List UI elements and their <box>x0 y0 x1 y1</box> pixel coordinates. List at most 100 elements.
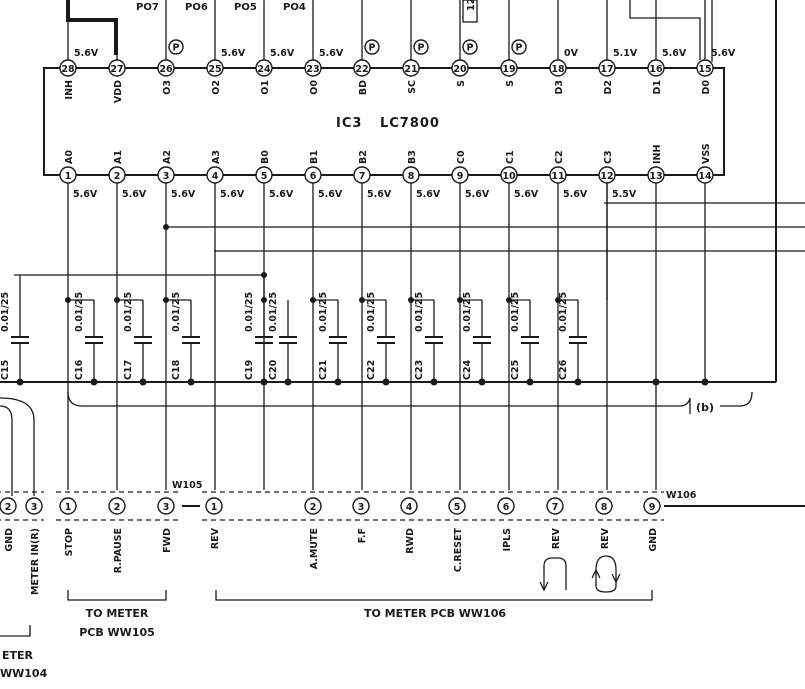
pin-number: 28 <box>61 64 75 75</box>
pin-name: S <box>505 80 516 87</box>
connector-pin <box>0 497 17 515</box>
connector-pin <box>400 497 418 515</box>
pin-voltage: 5.6V <box>514 189 539 200</box>
connector-pin <box>448 497 466 515</box>
capacitor-ref: C25 <box>510 360 521 380</box>
ww105-bracket <box>67 590 167 601</box>
pin-number: 19 <box>502 64 515 75</box>
junction <box>334 378 342 386</box>
pin-circle <box>353 59 371 77</box>
port-label: PO4 <box>283 2 306 13</box>
pin-circle <box>500 59 518 77</box>
capacitor-ref: C26 <box>558 359 569 380</box>
capacitor-ref: C24 <box>462 359 473 380</box>
pin-name: VDD <box>113 80 124 103</box>
pin-number: 14 <box>698 171 712 182</box>
junction <box>163 224 169 230</box>
pin-number: 11 <box>551 171 564 182</box>
vdd-bold-trace <box>66 0 118 55</box>
ww104-connector-outline <box>0 491 44 521</box>
pin-voltage: 5.6V <box>73 189 98 200</box>
ww105-caption: TO METER <box>86 607 149 620</box>
junction <box>187 378 195 386</box>
pin-name: D2 <box>603 80 614 95</box>
capacitor-value: 0.01/25 <box>366 292 377 332</box>
connector-pin-number: 8 <box>601 502 608 513</box>
test-point-marker <box>413 39 429 55</box>
pin-number: 27 <box>110 64 123 75</box>
connector-pin-number: 2 <box>310 502 317 513</box>
connector-pin-number: 1 <box>65 502 72 513</box>
pin-number: 8 <box>408 171 415 182</box>
junction <box>90 378 98 386</box>
pin-number: 25 <box>208 64 221 75</box>
port-label: PO7 <box>136 2 159 13</box>
pin-voltage: 0V <box>564 48 579 59</box>
connector-pin-number: 3 <box>31 502 38 513</box>
capacitor-value: 0.01/25 <box>558 292 569 332</box>
pin-voltage: 5.6V <box>269 189 294 200</box>
connector-signal: REV <box>600 527 611 549</box>
pin-number: 1 <box>65 171 72 182</box>
pin-name: D1 <box>652 80 663 95</box>
junction <box>359 297 365 303</box>
connector-pin-number: 4 <box>406 502 413 513</box>
pin-voltage: 5.6V <box>270 48 295 59</box>
pin-name: D3 <box>554 80 565 95</box>
connector-signal: GND <box>4 528 15 552</box>
ww104-lead <box>0 405 13 496</box>
pin-name: B1 <box>309 150 320 164</box>
capacitor-value: 0.01/25 <box>510 292 521 332</box>
connector-pin <box>643 497 661 515</box>
bus-brace-right <box>720 391 753 407</box>
bus-label: (b) <box>696 401 714 414</box>
pin-voltage: 5.6V <box>465 189 490 200</box>
pin-number: 18 <box>551 64 565 75</box>
pin-voltage: 5.1V <box>613 48 638 59</box>
pin-number: 15 <box>698 64 711 75</box>
pin-voltage: 5.6V <box>563 189 588 200</box>
connector-pin-number: 3 <box>163 502 170 513</box>
connector-pin <box>497 497 515 515</box>
pin-name: C1 <box>505 150 516 164</box>
pin-circle <box>696 59 714 77</box>
ic-ref: IC3 <box>336 116 362 131</box>
junction <box>526 378 534 386</box>
pin-number: 22 <box>355 64 368 75</box>
capacitor-ref: C20 <box>268 359 279 380</box>
capacitor-ref: C22 <box>366 360 377 380</box>
ww104-lead <box>0 397 35 496</box>
test-point-label: P <box>173 43 180 54</box>
connector-pin <box>304 497 322 515</box>
pin-name: A1 <box>113 150 124 164</box>
bus-brace <box>67 391 691 414</box>
pin-name: B0 <box>260 150 271 164</box>
capacitor-ref: C21 <box>318 360 329 380</box>
pin-name: O2 <box>211 80 222 95</box>
capacitor-ref: C16 <box>74 359 85 380</box>
pin-name: B2 <box>358 150 369 164</box>
connector-pin-number: 5 <box>454 502 461 513</box>
pin-circle <box>108 59 126 77</box>
capacitor-value: 0.01/25 <box>244 292 255 332</box>
pin-voltage: 5.6V <box>319 48 344 59</box>
pin-voltage: 5.6V <box>367 189 392 200</box>
ww106-bracket <box>215 590 653 601</box>
capacitor-value: 0.01/25 <box>462 292 473 332</box>
pin-name: INH <box>64 80 75 99</box>
pin-name: O1 <box>260 80 271 95</box>
port-label: PO6 <box>185 2 208 13</box>
pin-name: A2 <box>162 150 173 164</box>
pin-voltage: 5.6V <box>662 48 687 59</box>
junction <box>114 297 120 303</box>
pin-voltage: 5.6V <box>220 189 245 200</box>
connector-pin-number: 2 <box>5 502 12 513</box>
test-point-marker <box>364 39 380 55</box>
pin-number: 10 <box>502 171 516 182</box>
connector-signal: GND <box>648 528 659 552</box>
pin-number: 3 <box>163 171 170 182</box>
capacitor-ref: C15 <box>0 360 11 380</box>
ic-title: IC3 LC7800 <box>336 116 440 131</box>
capacitor-ref: C23 <box>414 360 425 380</box>
capacitor-value: 0.01/25 <box>0 292 11 332</box>
